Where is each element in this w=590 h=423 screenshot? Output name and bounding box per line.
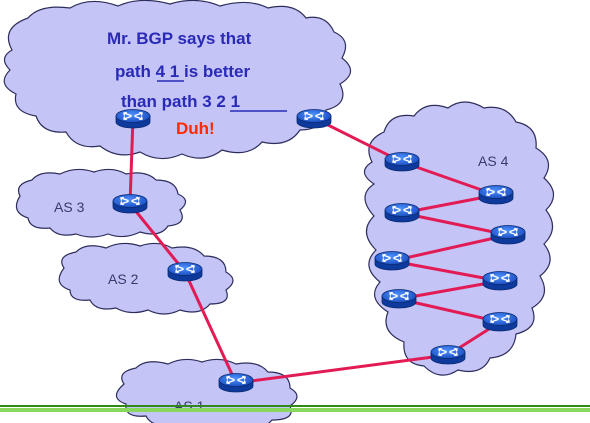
message-path-4-1: 4 1 xyxy=(156,62,180,81)
router-icon xyxy=(374,250,410,271)
message-line-3: than path 3 2 1 xyxy=(121,92,240,111)
link-as3-as2 xyxy=(128,202,187,274)
message-line-2-pre: path xyxy=(115,62,156,81)
router-icon xyxy=(218,372,254,393)
label-as2: AS 2 xyxy=(108,271,139,287)
router-icon xyxy=(482,270,518,291)
router-icon xyxy=(167,261,203,282)
cloud-as2 xyxy=(58,242,234,315)
link-top-as3 xyxy=(128,116,135,206)
label-as4: AS 4 xyxy=(478,153,509,169)
router-icon xyxy=(384,202,420,223)
message-path-3-2-1: 3 2 1 xyxy=(202,92,240,111)
bottom-divider xyxy=(0,405,590,412)
label-as3: AS 3 xyxy=(54,199,85,215)
cloud-as3 xyxy=(15,168,187,238)
link-as4-4 xyxy=(390,233,510,263)
message-line-1: Mr. BGP says that xyxy=(107,29,252,48)
link-as1-as4 xyxy=(234,353,450,385)
router-icon xyxy=(384,151,420,172)
message-line-2: path 4 1 is better xyxy=(115,62,250,81)
cloud-top xyxy=(3,0,352,160)
router-icon xyxy=(296,108,332,129)
router-icon xyxy=(381,288,417,309)
bgp-message: Mr. BGP says that path 4 1 is better tha… xyxy=(107,29,287,138)
message-exclaim: Duh! xyxy=(176,119,215,138)
link-as4-3 xyxy=(400,211,510,237)
router-icon xyxy=(482,311,518,332)
router-icon xyxy=(490,224,526,245)
router-icon xyxy=(430,344,466,365)
router-icon xyxy=(115,108,151,129)
message-line-2-post: is better xyxy=(179,62,250,81)
message-line-3-pre: than path xyxy=(121,92,202,111)
cloud-as1 xyxy=(115,358,298,423)
router-icon xyxy=(112,193,148,214)
link-as4-5 xyxy=(390,259,502,283)
router-icon xyxy=(478,184,514,205)
link-as2-as1 xyxy=(183,270,238,385)
